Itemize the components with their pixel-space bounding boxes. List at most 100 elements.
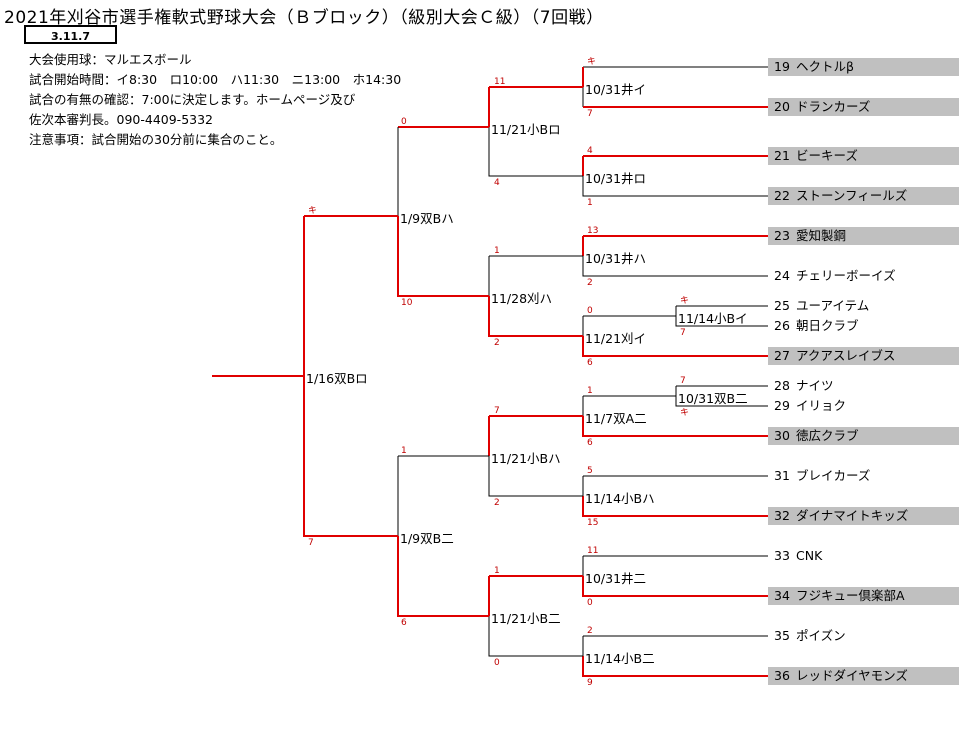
score-label: 1 [494,246,500,256]
match-label: 10/31双B二 [678,391,748,406]
bracket-line [675,385,768,407]
info-start-times: 試合開始時間：イ8:30 ロ10:00 ハ11:30 ニ13:00 ホ14:30 [29,72,402,87]
score-label: 1 [401,446,407,456]
score-label: 0 [494,658,500,668]
info-confirmation: 試合の有無の確認：7:00に決定します。ホームページ及び [29,92,356,107]
score-label: 11 [587,546,598,556]
bracket-line [488,415,583,456]
match-label: 10/31井イ [585,82,647,97]
bracket-line [488,575,583,616]
match-label: 10/31井二 [585,571,647,586]
bracket-line [582,416,768,437]
score-label: 9 [587,678,593,688]
bracket-line [303,376,398,537]
score-label: 0 [587,306,593,316]
bracket-line [488,616,583,657]
bracket-line [675,305,768,327]
score-label: 1 [587,198,593,208]
score-label: 7 [308,538,314,548]
match-label: 11/21小Bロ [491,122,561,137]
score-label: キ [680,408,689,418]
match-label: 1/9双B二 [400,531,454,546]
score-label: 6 [587,438,593,448]
match-label: 11/14小Bハ [585,491,655,506]
score-label: 2 [587,278,593,288]
match-label: 11/28刈ハ [491,291,553,306]
score-label: 10 [401,298,413,308]
bracket-line [582,336,768,357]
info-ball: 大会使用球：マルエスボール [29,52,192,67]
match-label: 11/21刈イ [585,331,647,346]
score-label: キ [308,206,317,216]
bracket-line [582,656,768,677]
bracket-line [582,555,768,576]
bracket-line [582,475,768,496]
bracket-line [582,576,768,597]
match-label: 11/14小Bイ [678,311,748,326]
date-box: 3.11.7 [24,25,117,44]
score-label: 7 [680,376,686,386]
score-label: キ [587,57,596,67]
bracket-line [488,296,583,337]
bracket-line [488,86,583,127]
score-label: 11 [494,77,505,87]
score-label: 13 [587,226,598,236]
score-label: 6 [401,618,407,628]
score-label: 4 [587,146,593,156]
page-title: 2021年刈谷市選手権軟式野球大会（Ｂブロック）（級別大会Ｃ級）（7回戦） [4,8,604,28]
score-label: 2 [494,338,500,348]
score-label: 0 [587,598,593,608]
score-label: 1 [587,386,593,396]
score-label: 5 [587,466,593,476]
bracket-line [397,455,489,536]
match-label: 10/31井ロ [585,171,647,186]
match-label: 11/14小B二 [585,651,655,666]
bracket-line [397,536,489,617]
match-label: 1/9双Bハ [400,211,454,226]
score-label: 0 [401,117,407,127]
bracket-line [488,127,583,177]
score-label: 2 [494,498,500,508]
match-label: 11/7双A二 [585,411,647,426]
bracket-line [488,255,583,296]
info-umpire: 佐次本審判長。090-4409-5332 [29,112,214,127]
bracket-line [303,215,398,376]
score-label: 4 [494,178,500,188]
score-label: 1 [494,566,500,576]
bracket-line [582,496,768,517]
score-label: 7 [680,328,686,338]
match-label: 10/31井ハ [585,251,647,266]
bracket-line [488,456,583,497]
match-label: 11/21小Bハ [491,451,561,466]
score-label: 7 [587,109,593,119]
bracket-line [582,256,768,277]
bracket-line [582,635,768,656]
info-notes: 注意事項：試合開始の30分前に集合のこと。 [29,132,283,147]
score-label: 15 [587,518,598,528]
score-label: 7 [494,406,500,416]
score-label: キ [680,296,689,306]
match-label: 11/21小B二 [491,611,561,626]
final-match-label: 1/16双Bロ [306,371,368,386]
score-label: 2 [587,626,593,636]
bracket-line [397,216,489,297]
